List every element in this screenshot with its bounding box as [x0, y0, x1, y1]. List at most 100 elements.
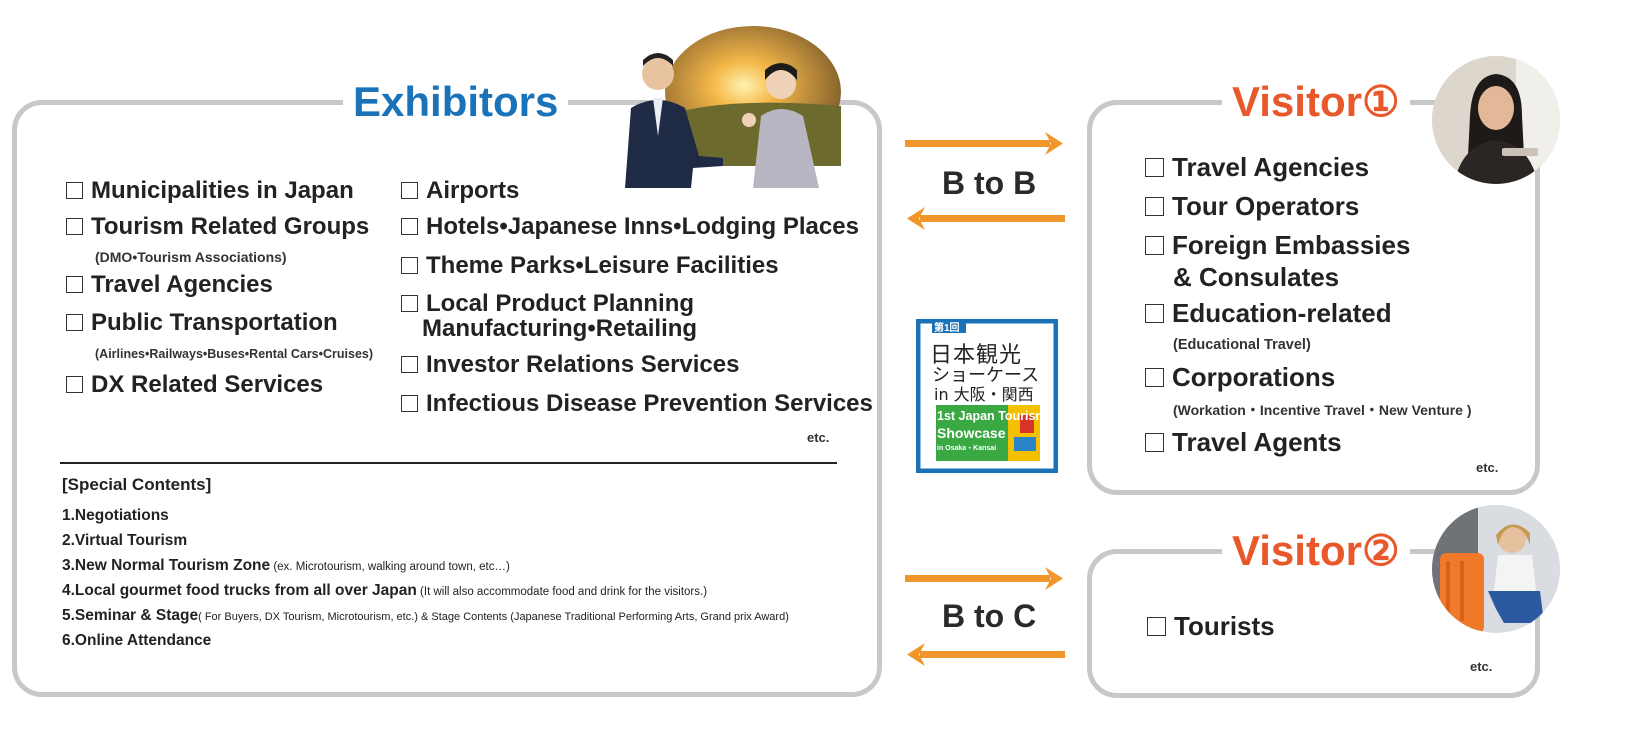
visitor2-label: Tourists	[1174, 611, 1275, 641]
exhibitor-item: Public Transportation	[66, 309, 338, 336]
exhibitors-panel	[12, 100, 882, 697]
checkbox-icon	[1145, 368, 1164, 387]
visitor1-label: Travel Agencies	[1172, 152, 1370, 182]
checkbox-icon	[401, 182, 418, 199]
special-item: 1.Negotiations	[62, 507, 169, 525]
visitor1-label: Education-related	[1172, 298, 1392, 328]
logo-en-line1: 1st Japan Tourism	[937, 409, 1047, 423]
checkbox-icon	[401, 218, 418, 235]
exhibitor-sub: (Airlines•Railways•Buses•Rental Cars•Cru…	[95, 347, 374, 361]
exhibitor-label: Airports	[426, 177, 520, 204]
visitor1-photo	[1432, 56, 1560, 184]
visitor1-item: Travel Agents	[1145, 428, 1342, 457]
exhibitor-item: Investor Relations Services	[401, 351, 740, 378]
visitor2-title: Visitor②	[1222, 530, 1410, 572]
visitor2-item: Tourists	[1147, 612, 1275, 641]
exhibitor-label: Investor Relations Services	[426, 351, 740, 378]
visitor1-sub: (Workation・Incentive Travel・New Venture …	[1173, 402, 1472, 418]
exhibitor-label: Infectious Disease Prevention Services	[426, 390, 873, 417]
special-item-text: 3.New Normal Tourism Zone	[62, 557, 271, 574]
visitor2-photo	[1432, 505, 1560, 633]
event-logo: 第1回 日本観光 ショーケース in 大阪・関西 1st Japan Touri…	[915, 318, 1059, 474]
exhibitor-item: Municipalities in Japan	[66, 177, 354, 204]
exhibitors-photo	[603, 26, 853, 188]
visitor1-item: Travel Agencies	[1145, 153, 1369, 182]
exhibitor-item: Tourism Related Groups	[66, 213, 370, 240]
btoc-label: B to C	[942, 598, 1037, 634]
special-item: 4.Local gourmet food trucks from all ove…	[62, 582, 707, 600]
checkbox-icon	[401, 257, 418, 274]
exhibitor-label: Local Product Planning	[426, 290, 695, 317]
special-divider	[60, 462, 837, 464]
visitor1-sub: (Educational Travel)	[1173, 337, 1311, 353]
visitor1-item-line2: & Consulates	[1173, 262, 1340, 292]
checkbox-icon	[401, 295, 418, 312]
special-contents-title: [Special Contents]	[62, 475, 212, 494]
checkbox-icon	[66, 182, 83, 199]
logo-jp-line2: ショーケース	[932, 365, 1040, 386]
special-item-note: (It will also accommodate food and drink…	[416, 586, 708, 598]
special-item-text: 1.Negotiations	[62, 507, 169, 524]
special-item-text: 4.Local gourmet food trucks from all ove…	[62, 582, 417, 599]
arrow-left-icon	[907, 207, 1065, 230]
exhibitor-label: Hotels•Japanese Inns•Lodging Places	[426, 213, 859, 240]
exhibitor-sub: (DMO•Tourism Associations)	[95, 249, 287, 265]
exhibitor-item-line2: Manufacturing•Retailing	[422, 315, 698, 342]
checkbox-icon	[66, 276, 83, 293]
checkbox-icon	[1145, 433, 1164, 452]
special-item-note: (ex. Microtourism, walking around town, …	[270, 561, 510, 573]
checkbox-icon	[66, 218, 83, 235]
visitor1-item: Education-related	[1145, 299, 1392, 328]
visitor1-item: Foreign Embassies	[1145, 231, 1410, 260]
checkbox-icon	[1145, 304, 1164, 323]
exhibitors-etc: etc.	[807, 430, 830, 445]
checkbox-icon	[1145, 158, 1164, 177]
exhibitor-label: Municipalities in Japan	[91, 177, 354, 204]
arrow-left-icon	[907, 643, 1065, 666]
logo-badge: 第1回	[934, 323, 960, 334]
exhibitor-item: DX Related Services	[66, 371, 324, 398]
checkbox-icon	[1145, 236, 1164, 255]
special-item: 2.Virtual Tourism	[62, 532, 187, 550]
logo-jp-line1: 日本観光	[930, 343, 1023, 368]
exhibitor-label: Tourism Related Groups	[91, 213, 370, 240]
visitor1-label: Travel Agents	[1172, 427, 1342, 457]
visitor1-item: Tour Operators	[1145, 192, 1359, 221]
btob-label: B to B	[942, 165, 1037, 201]
visitor2-etc: etc.	[1470, 659, 1493, 674]
exhibitor-item: Hotels•Japanese Inns•Lodging Places	[401, 213, 859, 240]
visitor1-item: Corporations	[1145, 363, 1335, 392]
exhibitor-label: Public Transportation	[91, 309, 338, 336]
special-item-text: 2.Virtual Tourism	[62, 532, 188, 549]
visitor1-title: Visitor①	[1222, 81, 1410, 123]
logo-en-line2: Showcase	[937, 425, 1006, 441]
checkbox-icon	[401, 395, 418, 412]
visitor1-label: Foreign Embassies	[1172, 230, 1411, 260]
logo-jp-line3: in 大阪・関西	[934, 385, 1034, 404]
visitor1-etc: etc.	[1476, 460, 1499, 475]
exhibitor-item: Infectious Disease Prevention Services	[401, 390, 873, 417]
special-item: 6.Online Attendance	[62, 632, 211, 650]
special-item-text: 5.Seminar & Stage	[62, 607, 199, 624]
arrow-right-icon	[905, 567, 1063, 590]
checkbox-icon	[1145, 197, 1164, 216]
checkbox-icon	[66, 314, 83, 331]
checkbox-icon	[66, 376, 83, 393]
exhibitor-label: DX Related Services	[91, 371, 324, 398]
exhibitors-title: Exhibitors	[343, 81, 569, 123]
exhibitor-label: Theme Parks•Leisure Facilities	[426, 252, 779, 279]
exhibitor-item: Travel Agencies	[66, 271, 273, 298]
logo-en-line3: in Osaka・Kansai	[937, 445, 997, 452]
checkbox-icon	[401, 356, 418, 373]
special-item: 3.New Normal Tourism Zone (ex. Microtour…	[62, 557, 510, 575]
visitor1-label: Corporations	[1172, 362, 1336, 392]
visitor1-label: Tour Operators	[1172, 191, 1360, 221]
exhibitor-item: Airports	[401, 177, 520, 204]
arrow-right-icon	[905, 132, 1063, 155]
exhibitor-item: Theme Parks•Leisure Facilities	[401, 252, 779, 279]
exhibitor-label: Travel Agencies	[91, 271, 273, 298]
special-item-text: 6.Online Attendance	[62, 632, 212, 649]
checkbox-icon	[1147, 617, 1166, 636]
special-item-note: ( For Buyers, DX Tourism, Microtourism, …	[198, 611, 789, 623]
exhibitor-item: Local Product Planning	[401, 290, 695, 317]
